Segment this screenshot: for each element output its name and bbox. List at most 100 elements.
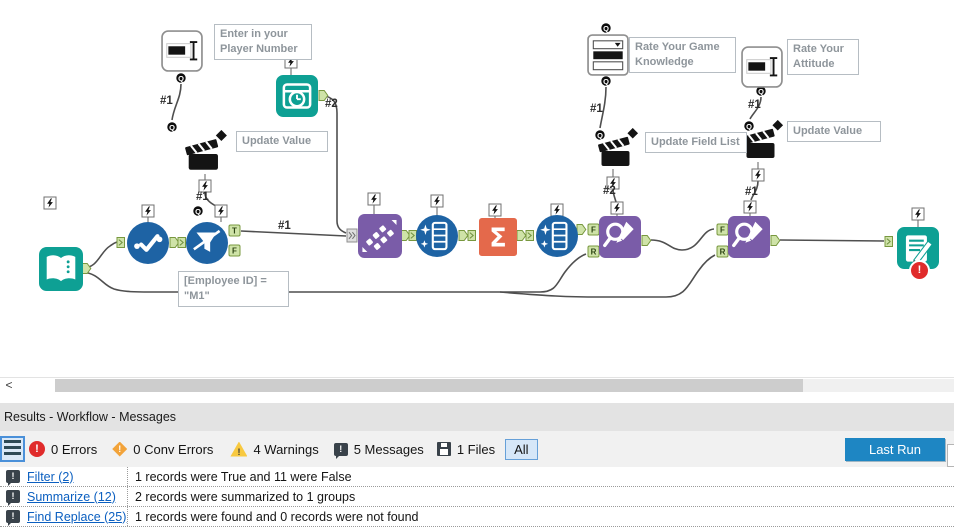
all-filter-button[interactable]: All [505, 438, 538, 460]
select-tool[interactable] [127, 222, 169, 264]
message-source-link[interactable]: Filter (2) [27, 469, 74, 484]
find-anchor[interactable]: F [591, 226, 596, 235]
error-icon: ! [29, 441, 45, 457]
toolbar-edge-button[interactable] [947, 444, 954, 467]
output-anchor[interactable] [400, 230, 411, 241]
find-replace-tool[interactable] [599, 216, 641, 258]
input-anchor[interactable] [467, 230, 476, 241]
errors-count-label: 0 Errors [51, 441, 98, 457]
connection-label: #1 [590, 103, 603, 115]
find-replace-tool-2[interactable] [728, 216, 770, 258]
lightning-anchor-icon[interactable] [367, 192, 381, 206]
annotation-filter-expression[interactable]: [Employee ID] = "M1" [178, 271, 289, 307]
annotation-update-value-2[interactable]: Update Value [787, 121, 881, 142]
annotation-update-field-list[interactable]: Update Field List [645, 132, 747, 153]
wire-textbox2-action3 [749, 96, 762, 120]
message-layout-button[interactable] [0, 436, 25, 462]
input-anchor[interactable] [884, 236, 893, 247]
output-anchor[interactable] [770, 235, 781, 246]
message-row[interactable]: ! Summarize (12) 2 records were summariz… [0, 487, 954, 507]
union-icon [358, 214, 402, 258]
errors-filter-button[interactable]: ! 0 Errors [29, 441, 97, 457]
q-anchor-icon[interactable] [600, 22, 612, 34]
output-anchor[interactable] [576, 224, 587, 235]
output-data-tool[interactable]: ! [897, 227, 939, 281]
conv-errors-filter-button[interactable]: ! 0 Conv Errors [112, 441, 213, 457]
summarize-tool[interactable]: Σ [479, 218, 517, 256]
files-filter-button[interactable]: 1 Files [436, 442, 495, 457]
error-badge[interactable]: ! [909, 260, 930, 281]
filter-expression-line1: [Employee ID] = [184, 275, 267, 287]
action-tool[interactable] [184, 130, 230, 176]
conv-error-icon: ! [112, 441, 128, 457]
message-row[interactable]: ! Filter (2) 1 records were True and 11 … [0, 467, 954, 487]
lightning-anchor-icon[interactable] [743, 200, 757, 214]
lightning-anchor-icon[interactable] [430, 194, 444, 208]
text-box-tool[interactable] [161, 30, 203, 72]
drop-down-tool[interactable] [587, 34, 629, 76]
replace-anchor[interactable]: R [720, 248, 726, 257]
annotation-player-number[interactable]: Enter in your Player Number [214, 24, 312, 60]
annotation-update-value-1[interactable]: Update Value [236, 131, 328, 152]
lightning-anchor-icon[interactable] [214, 204, 228, 218]
q-anchor-icon[interactable] [166, 121, 178, 133]
auto-field-tool-2[interactable] [536, 215, 578, 257]
q-anchor-icon[interactable] [192, 205, 204, 217]
filter-expression-line2: "M1" [184, 289, 210, 302]
q-anchor-icon[interactable] [600, 75, 612, 87]
last-run-button[interactable]: Last Run [845, 437, 945, 461]
workflow-canvas[interactable]: Q [0, 0, 954, 377]
false-anchor[interactable]: F [232, 247, 237, 256]
date-time-now-tool[interactable] [276, 75, 318, 117]
action-icon [598, 128, 639, 166]
lightning-anchor-icon[interactable] [141, 204, 155, 218]
lightning-anchor-icon[interactable] [610, 201, 624, 215]
output-anchor[interactable] [169, 237, 180, 248]
text-box-tool-2[interactable] [741, 46, 783, 88]
lightning-anchor-icon[interactable] [488, 203, 502, 217]
multi-input-anchor[interactable] [346, 228, 358, 243]
lightning-anchor-icon[interactable] [751, 168, 765, 182]
warnings-filter-button[interactable]: ! 4 Warnings [230, 441, 319, 457]
scrollbar-track[interactable] [803, 379, 954, 392]
filter-tool[interactable] [186, 222, 228, 264]
message-row[interactable]: ! Find Replace (25) 1 records were found… [0, 507, 954, 527]
input-anchor[interactable] [116, 237, 125, 248]
auto-field-icon [416, 215, 458, 257]
lightning-anchor-icon[interactable] [43, 196, 57, 210]
action-tool-3[interactable] [742, 120, 786, 164]
find-replace-icon [728, 216, 770, 258]
input-anchor[interactable] [525, 230, 534, 241]
lettered-anchors[interactable]: T F F R F R [228, 223, 729, 258]
output-anchor[interactable] [516, 230, 527, 241]
message-source-link[interactable]: Summarize (12) [27, 489, 116, 504]
output-anchor[interactable] [81, 263, 92, 274]
union-tool[interactable] [358, 214, 402, 258]
find-anchor[interactable]: F [720, 226, 725, 235]
messages-filter-button[interactable]: ! 5 Messages [333, 442, 424, 459]
output-anchor[interactable] [458, 230, 469, 241]
scroll-left-button[interactable]: < [5, 378, 13, 392]
output-anchor[interactable] [641, 235, 652, 246]
drop-down-icon [587, 34, 629, 76]
wire-textbox1-action1 [171, 83, 182, 121]
horizontal-scrollbar[interactable]: < [0, 377, 954, 393]
input-data-tool[interactable] [39, 247, 83, 291]
wire-action2-findreplace1 [612, 188, 617, 203]
select-icon [127, 222, 169, 264]
connections-layer: Q [43, 22, 925, 298]
input-anchor[interactable] [177, 237, 186, 248]
warning-icon: ! [230, 441, 248, 457]
action-tool-2[interactable] [597, 128, 641, 172]
auto-field-tool[interactable] [416, 215, 458, 257]
connection-label: #1 [196, 191, 209, 203]
scrollbar-thumb[interactable] [55, 379, 803, 392]
q-anchor-icon[interactable] [175, 72, 187, 84]
action-icon [743, 120, 784, 158]
connection-wires[interactable] [82, 83, 885, 298]
replace-anchor[interactable]: R [591, 248, 597, 257]
lightning-anchor-icon[interactable] [911, 207, 925, 221]
annotation-rate-attitude[interactable]: Rate Your Attitude [787, 39, 859, 75]
true-anchor[interactable]: T [232, 227, 237, 236]
annotation-rate-game-knowledge[interactable]: Rate Your Game Knowledge [629, 37, 736, 73]
